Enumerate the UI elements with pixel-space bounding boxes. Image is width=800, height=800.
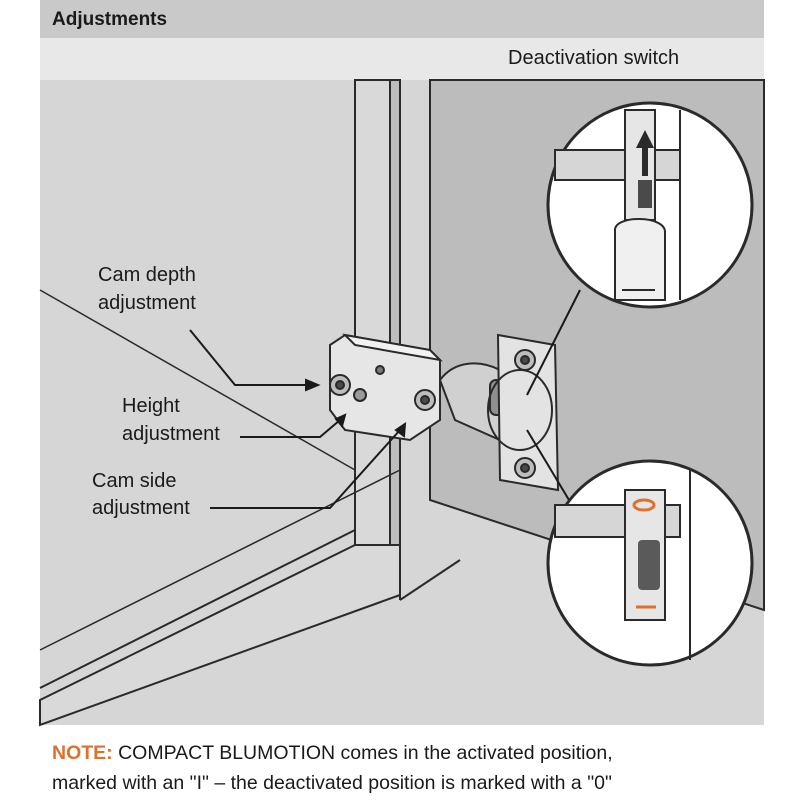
shelf-line [39,469,401,651]
callout-leaders [189,289,581,511]
zero-mark-icon [632,498,656,512]
height-label-line2: adjustment [122,423,220,445]
deactivation-switch-label: Deactivation switch [508,47,680,69]
note-tag: NOTE: [52,742,113,764]
note-line2: marked with an "I" – the deactivated pos… [52,772,612,794]
up-arrow-icon [636,130,654,148]
height-label-line1: Height [122,395,180,417]
subheader-bar [40,38,764,80]
note-block: NOTE: COMPACT BLUMOTION comes in the act… [52,738,762,798]
finger-icon [614,218,666,301]
section-title: Adjustments [52,9,168,30]
cam-side-label-line1: Cam side [92,470,177,492]
deactivation-switch-magnifier [546,101,754,309]
door-edge-line [39,289,356,471]
cam-depth-label-line2: adjustment [98,292,196,314]
mounting-plate [329,333,443,442]
activated-position-magnifier [546,459,754,667]
hinge-cup-plate [487,333,560,492]
header-bar [40,0,764,38]
cam-depth-label-line1: Cam depth [98,264,196,286]
note-line1: COMPACT BLUMOTION comes in the activated… [112,742,613,764]
cam-side-label-line2: adjustment [92,497,190,519]
